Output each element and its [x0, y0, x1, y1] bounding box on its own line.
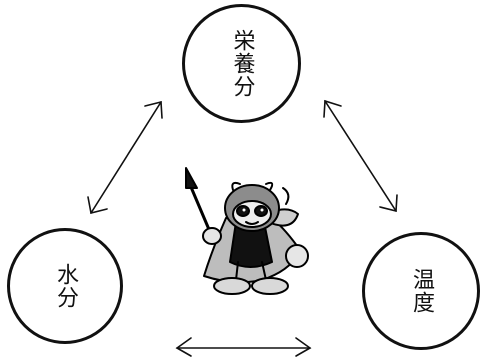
node-water: 水分 [7, 228, 123, 344]
arrow-nutrients-temperature [323, 99, 398, 213]
arrow-water-temperature [175, 337, 312, 357]
node-nutrients: 栄養分 [182, 4, 301, 123]
node-temperature-label: 温度 [409, 268, 434, 314]
node-nutrients-label: 栄養分 [229, 29, 255, 98]
node-water-label: 水分 [53, 263, 78, 309]
node-temperature: 温度 [362, 232, 480, 350]
devil-mascot-icon [185, 167, 309, 295]
arrow-water-nutrients [87, 100, 163, 214]
